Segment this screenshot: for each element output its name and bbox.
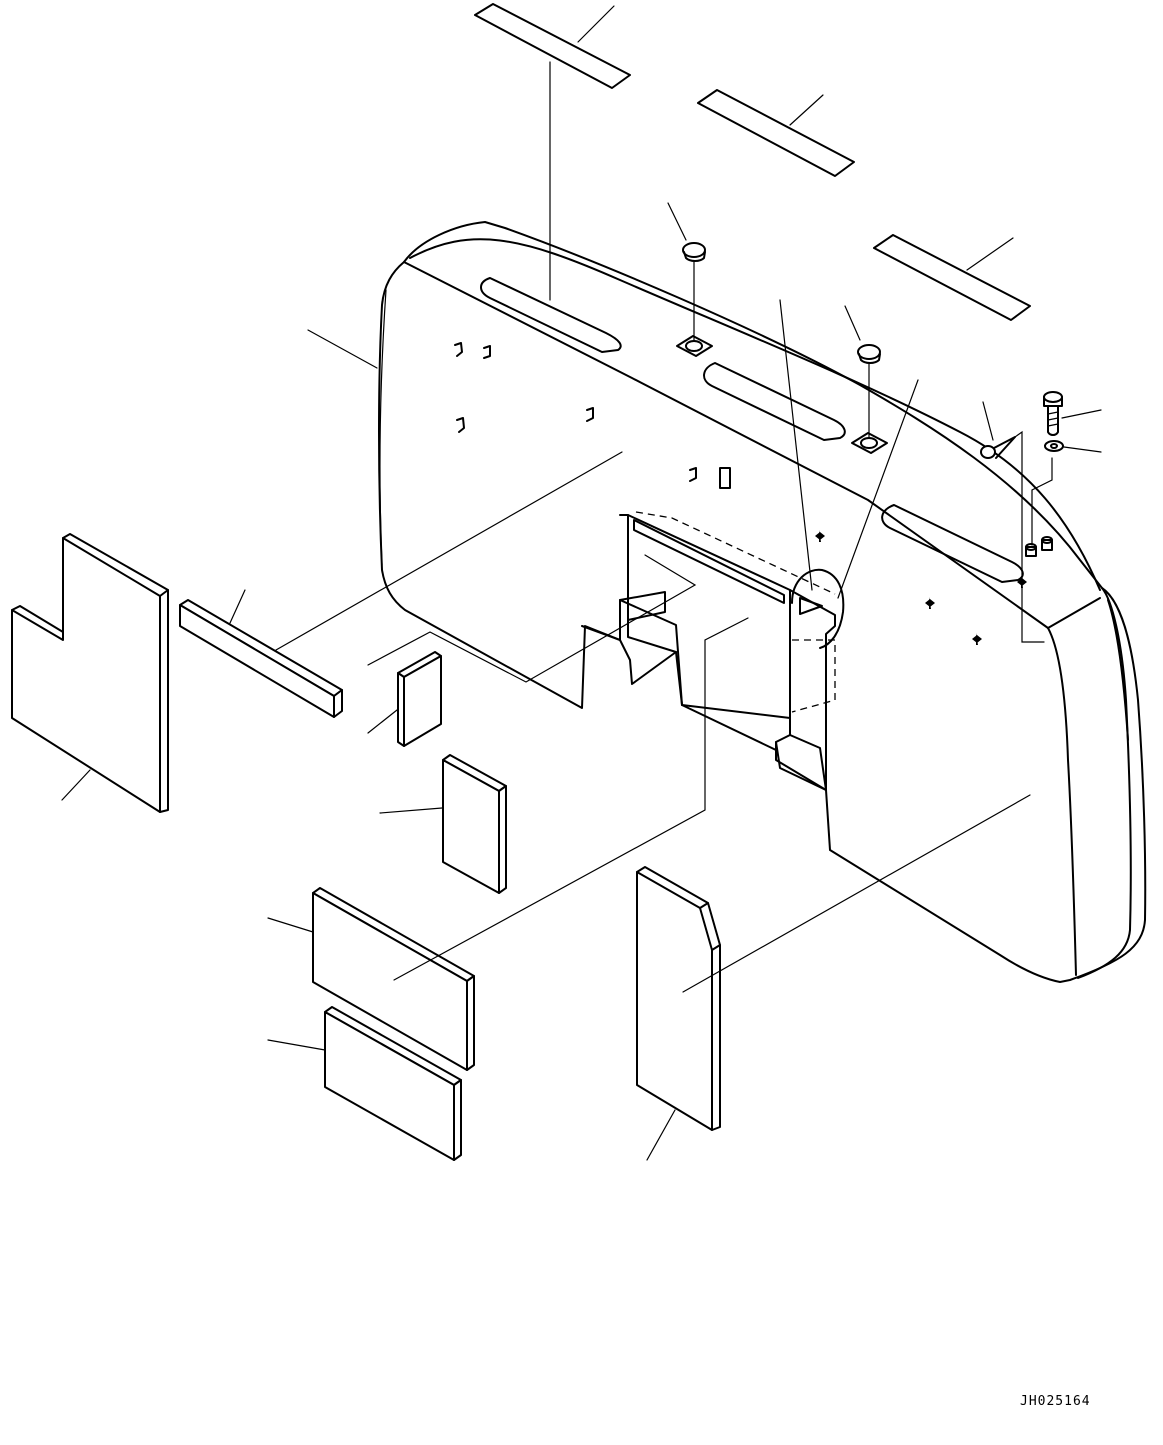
leader-line: [1063, 446, 1102, 453]
leader-line: [229, 589, 246, 624]
leader-line: [267, 1039, 326, 1051]
leader-line: [779, 299, 813, 591]
top-strip-3: [873, 234, 1031, 321]
leader-line: [307, 329, 378, 369]
reference-line: [682, 794, 1031, 993]
top-strip-2: [697, 89, 855, 177]
leader-line: [667, 202, 687, 241]
plug-cap-1: [667, 202, 706, 341]
pad-tall-plate: [636, 794, 1031, 1161]
pin-holes: [1025, 536, 1053, 557]
leader-line: [844, 305, 861, 341]
top-slot-1: [480, 277, 622, 353]
pad-wide-plate-upper: [267, 617, 749, 1071]
rivet-marks: [815, 530, 1027, 645]
pad-small-block: [367, 554, 697, 747]
leader-line: [982, 401, 994, 441]
pad-wide-plate-lower: [267, 1006, 462, 1161]
plug-cap-2: [844, 305, 881, 439]
plug-socket-1: [676, 335, 713, 357]
top-slot-3: [881, 504, 1024, 583]
leader-line: [379, 807, 443, 814]
leader-line: [837, 379, 919, 599]
leader-line: [789, 94, 824, 126]
top-slot-2: [703, 362, 846, 441]
pad-medium-block: [379, 754, 507, 894]
leader-line: [646, 1109, 676, 1161]
washer: [1031, 440, 1102, 546]
pad-l-shaped: [11, 533, 169, 813]
drawing-code: JH025164: [1020, 1394, 1091, 1409]
leader-line: [577, 5, 615, 43]
leader-line: [367, 709, 398, 734]
leader-line: [1061, 409, 1102, 419]
pad-long-bar: [179, 451, 623, 718]
leader-line: [61, 769, 91, 801]
mounting-marks: [454, 342, 731, 489]
reference-line: [275, 451, 623, 651]
bolt: [1043, 391, 1102, 436]
leader-line: [267, 917, 314, 933]
top-strip-1: [474, 3, 631, 89]
reference-line: [393, 617, 749, 981]
center-recess: [581, 511, 845, 791]
leader-line: [966, 237, 1014, 271]
cotter-pin: [980, 401, 1045, 643]
counterweight-body: [378, 221, 1147, 983]
